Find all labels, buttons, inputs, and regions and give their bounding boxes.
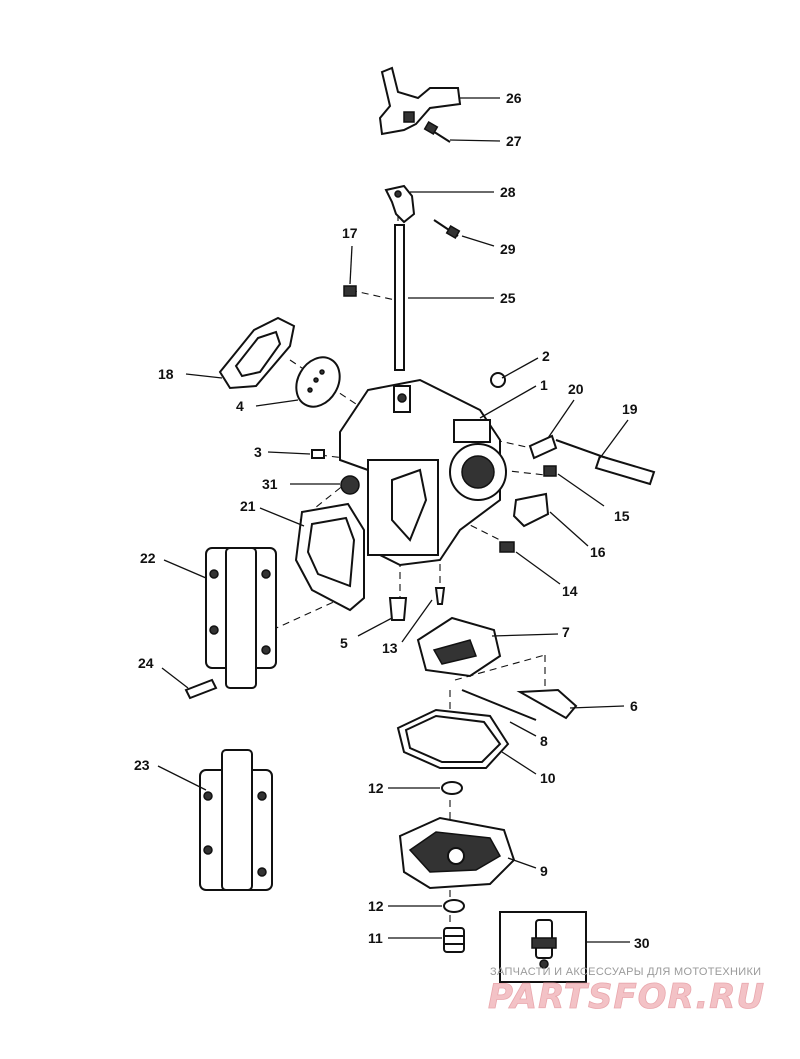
callout-14: 14 xyxy=(562,583,578,599)
callout-31: 31 xyxy=(262,476,278,492)
callout-13: 13 xyxy=(382,640,398,656)
callout-20: 20 xyxy=(568,381,584,397)
part-small-hardware xyxy=(311,434,656,553)
part-float xyxy=(416,616,578,721)
part-throttle-lever xyxy=(378,66,462,143)
callout-6: 6 xyxy=(630,698,638,714)
callout-12-upper: 12 xyxy=(368,780,384,796)
callout-28: 28 xyxy=(500,184,516,200)
callout-4: 4 xyxy=(236,398,244,414)
part-fuel-pump-bottom xyxy=(199,749,273,891)
callout-26: 26 xyxy=(506,90,522,106)
callout-10: 10 xyxy=(540,770,556,786)
part-fuel-pump-gasket xyxy=(294,502,365,612)
part-drain-plug xyxy=(443,927,465,953)
part-fitting-box xyxy=(499,911,587,983)
callout-labels: 1 2 3 4 5 6 7 8 9 10 11 12 12 13 14 15 1… xyxy=(134,90,650,951)
callout-2: 2 xyxy=(542,348,550,364)
part-carburetor-body xyxy=(339,372,507,567)
part-link-bracket xyxy=(384,184,461,239)
part-float-bowl-gasket xyxy=(396,708,510,769)
callout-8: 8 xyxy=(540,733,548,749)
callout-17: 17 xyxy=(342,225,358,241)
callout-1: 1 xyxy=(540,377,548,393)
watermark-caption: ЗАПЧАСТИ И АКСЕССУАРЫ ДЛЯ МОТОТЕХНИКИ xyxy=(490,966,761,978)
watermark: ЗАПЧАСТИ И АКСЕССУАРЫ ДЛЯ МОТОТЕХНИКИ PA… xyxy=(488,966,765,1017)
callout-27: 27 xyxy=(506,133,522,149)
callout-30: 30 xyxy=(634,935,650,951)
callout-7: 7 xyxy=(562,624,570,640)
callout-11: 11 xyxy=(368,930,383,946)
callout-29: 29 xyxy=(500,241,516,257)
callout-21: 21 xyxy=(240,498,256,514)
callout-5: 5 xyxy=(340,635,348,651)
part-throttle-shaft xyxy=(343,224,405,371)
callout-16: 16 xyxy=(590,544,606,560)
part-float-bowl xyxy=(398,816,516,890)
callout-12-lower: 12 xyxy=(368,898,384,914)
callout-24: 24 xyxy=(138,655,154,671)
callout-23: 23 xyxy=(134,757,150,773)
leader-lines xyxy=(157,97,630,943)
watermark-logo: PARTSFOR.RU xyxy=(488,977,765,1017)
part-washers xyxy=(441,781,465,913)
callout-15: 15 xyxy=(614,508,630,524)
part-spring-needle xyxy=(388,587,446,621)
callout-22: 22 xyxy=(140,550,156,566)
callout-9: 9 xyxy=(540,863,548,879)
part-cover-gasket xyxy=(218,316,341,408)
callout-25: 25 xyxy=(500,290,516,306)
callout-18: 18 xyxy=(158,366,174,382)
callout-3: 3 xyxy=(254,444,262,460)
part-fuel-pump-top xyxy=(184,547,277,700)
callout-19: 19 xyxy=(622,401,638,417)
